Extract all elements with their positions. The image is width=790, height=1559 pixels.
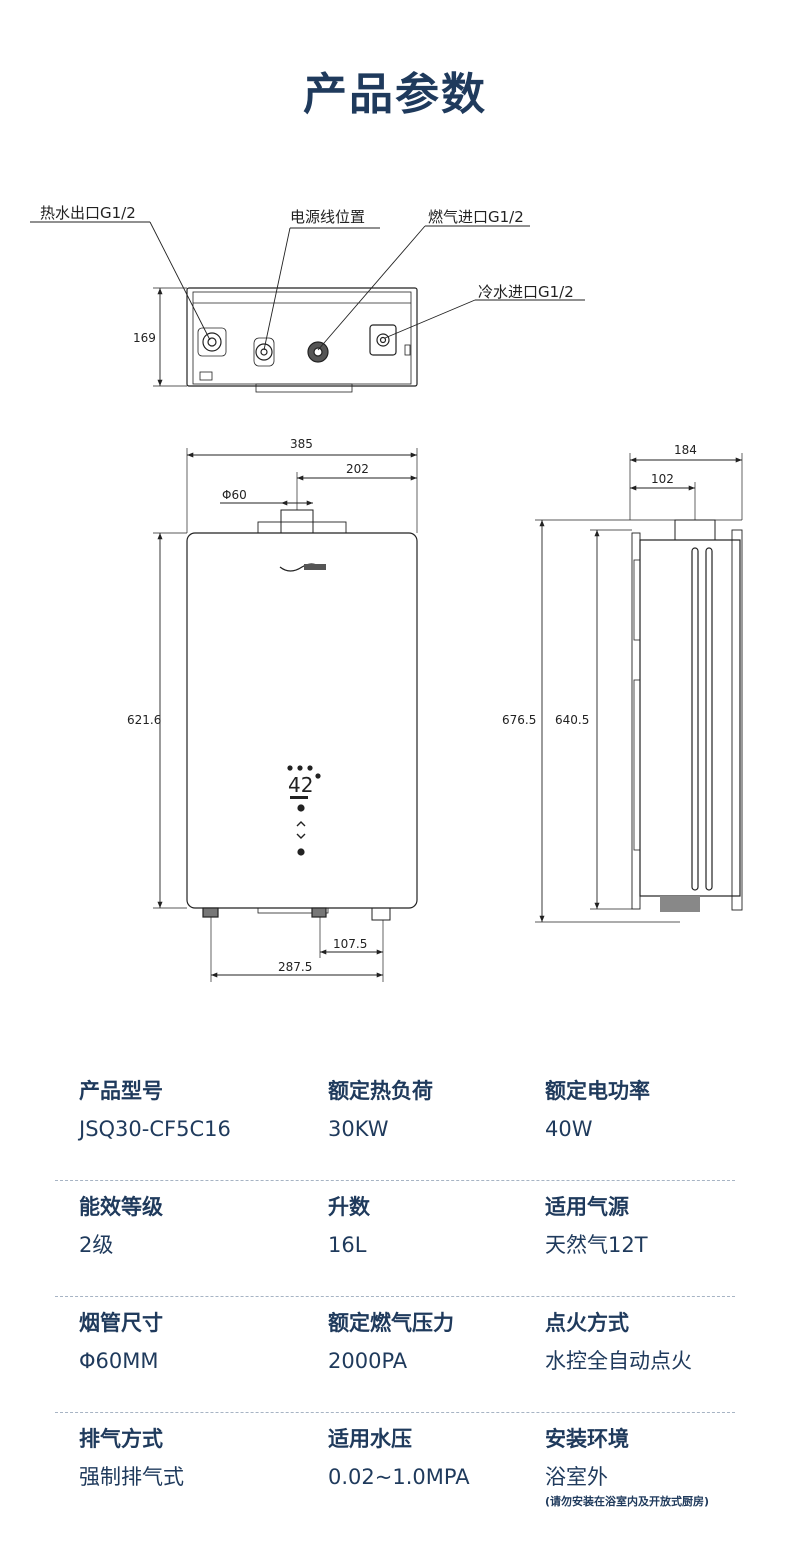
spec-note: (请勿安装在浴室内及开放式厨房) — [545, 1495, 710, 1508]
row-divider — [55, 1296, 735, 1297]
side-view — [535, 453, 743, 923]
spec-value: Φ60MM — [79, 1349, 159, 1373]
spec-label: 烟管尺寸 — [79, 1311, 163, 1335]
spec-value: 30KW — [328, 1117, 389, 1141]
row-divider — [55, 1180, 735, 1181]
spec-label: 额定燃气压力 — [328, 1311, 454, 1335]
spec-label: 安装环境 — [545, 1427, 629, 1451]
spec-row: 能效等级 2级 升数 16L 适用气源 天然气12T — [55, 1181, 735, 1297]
spec-value: 40W — [545, 1117, 593, 1141]
dim-side-total-height: 676.5 — [502, 713, 536, 727]
dim-top-height: 169 — [133, 331, 156, 345]
technical-drawing: 热水出口G1/2 电源线位置 燃气进口G1/2 冷水进口G1/2 169 — [30, 204, 743, 982]
dim-front-offset: 202 — [346, 462, 369, 476]
spec-label: 额定热负荷 — [328, 1079, 433, 1103]
spec-label: 升数 — [328, 1195, 370, 1219]
dim-bottom-287: 287.5 — [278, 960, 312, 974]
dim-bottom-107: 107.5 — [333, 937, 367, 951]
spec-cell: 额定燃气压力 2000PA — [328, 1309, 454, 1375]
row-divider — [55, 1412, 735, 1413]
spec-cell: 适用气源 天然气12T — [545, 1193, 648, 1259]
dim-front-height: 621.6 — [127, 713, 161, 727]
spec-row: 排气方式 强制排气式 适用水压 0.02~1.0MPA 安装环境 浴室外 (请勿… — [55, 1413, 735, 1533]
spec-value: 2000PA — [328, 1349, 408, 1373]
spec-label: 额定电功率 — [545, 1079, 650, 1103]
spec-cell: 产品型号 JSQ30-CF5C16 — [79, 1077, 231, 1143]
spec-value: 浴室外 — [545, 1465, 608, 1489]
spec-value: 强制排气式 — [79, 1465, 184, 1489]
label-power-cord-position: 电源线位置 — [290, 208, 365, 226]
spec-cell: 点火方式 水控全自动点火 — [545, 1309, 692, 1375]
label-gas-inlet: 燃气进口G1/2 — [428, 208, 524, 226]
dim-front-width: 385 — [290, 437, 313, 451]
label-cold-water-inlet: 冷水进口G1/2 — [478, 283, 574, 301]
spec-value: 水控全自动点火 — [545, 1349, 692, 1373]
spec-value: 天然气12T — [545, 1233, 648, 1257]
spec-value: 0.02~1.0MPA — [328, 1465, 470, 1489]
dim-side-flue-offset: 102 — [651, 472, 674, 486]
spec-cell: 适用水压 0.02~1.0MPA — [328, 1425, 470, 1491]
spec-cell: 烟管尺寸 Φ60MM — [79, 1309, 163, 1375]
spec-label: 点火方式 — [545, 1311, 629, 1335]
spec-label: 排气方式 — [79, 1427, 163, 1451]
top-view — [30, 221, 585, 393]
spec-value: 16L — [328, 1233, 367, 1257]
spec-label: 产品型号 — [79, 1079, 163, 1103]
dim-flue-diameter: Φ60 — [222, 488, 247, 502]
spec-label: 适用水压 — [328, 1427, 412, 1451]
spec-value: JSQ30-CF5C16 — [79, 1117, 231, 1141]
dim-side-depth: 184 — [674, 443, 697, 457]
spec-cell: 能效等级 2级 — [79, 1193, 163, 1259]
label-hot-water-outlet: 热水出口G1/2 — [40, 204, 136, 222]
spec-row: 产品型号 JSQ30-CF5C16 额定热负荷 30KW 额定电功率 40W — [55, 1065, 735, 1181]
display-reading: 42 — [288, 773, 313, 797]
spec-cell: 额定热负荷 30KW — [328, 1077, 433, 1143]
front-view — [153, 448, 418, 982]
spec-cell: 额定电功率 40W — [545, 1077, 650, 1143]
spec-cell: 安装环境 浴室外 (请勿安装在浴室内及开放式厨房) — [545, 1425, 709, 1509]
spec-cell: 升数 16L — [328, 1193, 370, 1259]
page-title: 产品参数 — [303, 69, 487, 120]
spec-table: 产品型号 JSQ30-CF5C16 额定热负荷 30KW 额定电功率 40W 能… — [55, 1065, 735, 1533]
spec-cell: 排气方式 强制排气式 — [79, 1425, 184, 1491]
spec-label: 能效等级 — [79, 1195, 163, 1219]
spec-value: 2级 — [79, 1233, 114, 1257]
spec-label: 适用气源 — [545, 1195, 629, 1219]
spec-row: 烟管尺寸 Φ60MM 额定燃气压力 2000PA 点火方式 水控全自动点火 — [55, 1297, 735, 1413]
dim-side-body-height: 640.5 — [555, 713, 589, 727]
